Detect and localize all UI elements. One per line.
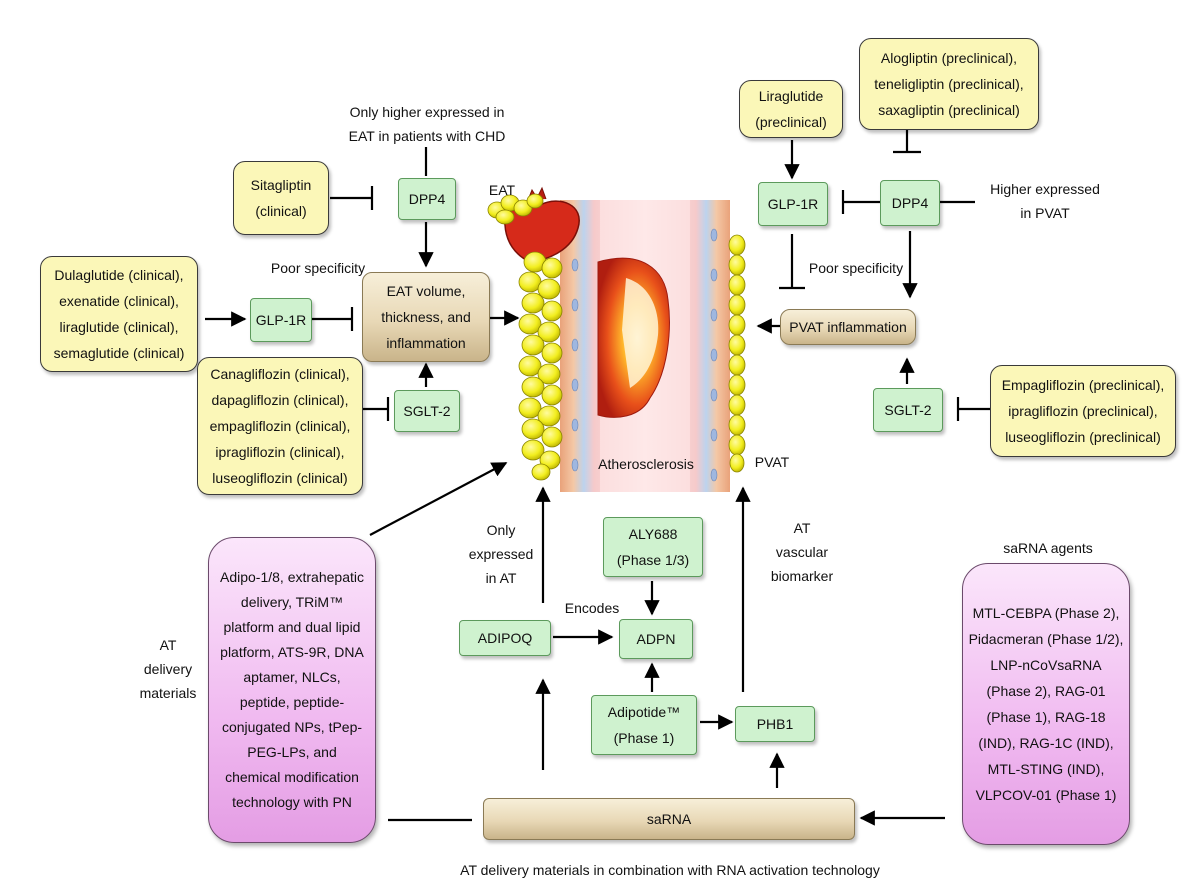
adipotide-box: Adipotide™ (Phase 1) — [591, 695, 697, 755]
only-expressed-at-annotation: Only expressed in AT — [468, 522, 534, 586]
pvat-inflammation-box: PVAT inflammation — [780, 309, 916, 345]
dpp4-pvat-box: DPP4 — [880, 180, 940, 226]
adipoq-box: ADIPOQ — [459, 620, 551, 656]
eat-fat-top — [487, 193, 544, 225]
connectors — [205, 128, 990, 826]
sitagliptin-box: Sitagliptin (clinical) — [233, 161, 329, 235]
sarna-agents-title: saRNA agents — [1003, 540, 1093, 556]
atherosclerosis-label: Atherosclerosis — [598, 456, 694, 472]
dpp4-inhibitors-pvat-box: Alogliptin (preclinical), teneligliptin … — [859, 38, 1039, 130]
sglt2-inhibitors-pvat-box: Empagliflozin (preclinical), ipraglifloz… — [990, 365, 1176, 457]
glp1r-pvat-box: GLP-1R — [758, 182, 828, 226]
poor-specificity-left: Poor specificity — [270, 260, 366, 276]
at-delivery-materials-label: AT delivery materials — [139, 637, 197, 701]
eat-inflammation-box: EAT volume, thickness, and inflammation — [362, 272, 490, 362]
delivery-to-vessel-arrow — [369, 462, 508, 536]
sarna-agents-box: MTL-CEBPA (Phase 2), Pidacmeran (Phase 1… — [962, 563, 1130, 845]
delivery-materials-box: Adipo-1/8, extrahepatic delivery, TRiM™ … — [208, 537, 376, 843]
glp1-agonists-eat-box: Dulaglutide (clinical), exenatide (clini… — [40, 256, 198, 372]
dpp4-eat-annotation: Only higher expressed in EAT in patients… — [348, 104, 506, 144]
aly688-box: ALY688 (Phase 1/3) — [603, 517, 703, 577]
sglt2-pvat-box: SGLT-2 — [873, 388, 943, 432]
poor-specificity-right: Poor specificity — [808, 260, 904, 276]
adpn-box: ADPN — [619, 619, 693, 659]
eat-fat-column — [518, 251, 563, 481]
liraglutide-pvat-box: Liraglutide (preclinical) — [739, 80, 843, 138]
eat-label: EAT — [488, 182, 516, 198]
plaque-core — [622, 278, 659, 388]
at-vascular-biomarker-annotation: AT vascular biomarker — [770, 520, 834, 584]
pvat-label: PVAT — [754, 454, 790, 470]
pvat-fat-column — [728, 234, 746, 473]
sglt2-inhibitors-eat-box: Canagliflozin (clinical), dapagliflozin … — [197, 357, 363, 495]
dpp4-eat-box: DPP4 — [398, 178, 456, 220]
sglt2-eat-box: SGLT-2 — [394, 390, 460, 432]
phb1-box: PHB1 — [735, 706, 815, 742]
glp1r-eat-box: GLP-1R — [250, 298, 312, 342]
endothelial-cells — [571, 218, 718, 482]
vessel-illustration — [487, 186, 746, 492]
sarna-box: saRNA — [483, 798, 855, 840]
pvat-annotation: Higher expressed in PVAT — [990, 181, 1100, 221]
encodes-label: Encodes — [564, 600, 620, 616]
bottom-caption: AT delivery materials in combination wit… — [460, 862, 880, 878]
